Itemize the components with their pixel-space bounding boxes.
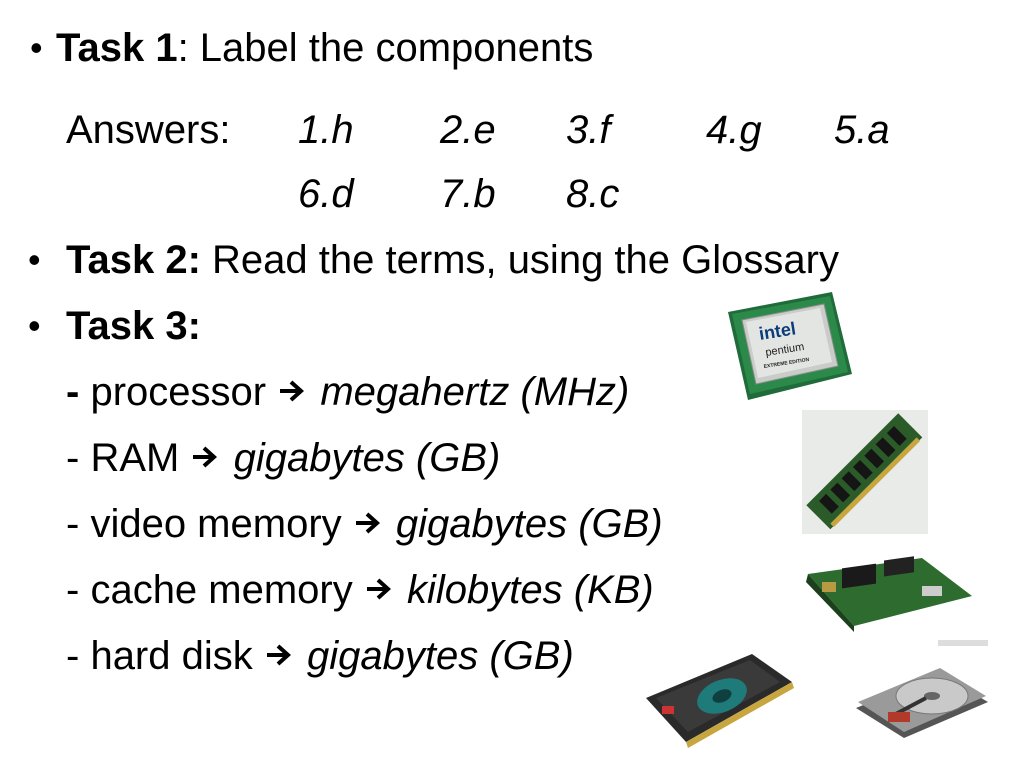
answer-7: 7.b <box>440 172 496 216</box>
answer-5: 5.a <box>834 108 890 152</box>
task2-line: Task 2: Read the terms, using the Glossa… <box>66 236 839 284</box>
task1-text: : Label the components <box>177 26 594 70</box>
term-line-video-memory: - video memory gigabytes (GB) <box>66 500 663 548</box>
term-name: RAM <box>79 436 180 480</box>
term-dash: - <box>66 568 80 612</box>
task1-line: Task 1: Label the components <box>56 24 593 72</box>
task2-text: Read the terms, using the Glossary <box>200 238 839 282</box>
term-unit: gigabytes (GB) <box>395 502 663 546</box>
term-line-cache-memory: - cache memory kilobytes (KB) <box>66 566 654 614</box>
answer-4: 4.g <box>706 108 762 152</box>
term-unit: gigabytes (GB) <box>307 634 574 678</box>
answer-1: 1.h <box>298 108 354 152</box>
right-arrow-icon <box>193 446 218 468</box>
task2-label: Task 2: <box>66 238 201 282</box>
task2-bullet: • <box>28 239 41 280</box>
term-dash: - <box>66 634 80 678</box>
term-dash: - <box>66 502 80 546</box>
answer-2: 2.e <box>440 108 496 152</box>
term-name: cache memory <box>79 568 353 612</box>
answer-3: 3.f <box>566 108 611 152</box>
answer-8: 8.c <box>566 172 620 216</box>
term-dash: - <box>66 370 80 414</box>
task1-bullet: • <box>30 27 43 68</box>
right-arrow-icon <box>280 380 305 402</box>
term-unit: gigabytes (GB) <box>233 436 501 480</box>
term-name: processor <box>79 370 267 414</box>
term-line-processor: - processor megahertz (MHz) <box>66 368 629 416</box>
cache-card-icon <box>806 556 972 632</box>
term-dash: - <box>66 436 80 480</box>
answer-6: 6.d <box>298 172 354 216</box>
term-unit: kilobytes (KB) <box>407 568 654 612</box>
hard-disk-icon <box>856 640 988 738</box>
term-line-ram: - RAM gigabytes (GB) <box>66 434 500 482</box>
task3-label: Task 3: <box>66 304 201 348</box>
video-card-icon <box>646 654 794 748</box>
answers-label: Answers: <box>66 108 231 152</box>
term-unit: megahertz (MHz) <box>320 370 630 414</box>
ram-module-icon <box>802 410 928 534</box>
task1-label: Task 1 <box>56 26 178 70</box>
term-name: hard disk <box>79 634 253 678</box>
task3-bullet: • <box>28 305 41 346</box>
right-arrow-icon <box>366 578 391 600</box>
term-name: video memory <box>79 502 342 546</box>
right-arrow-icon <box>266 644 291 666</box>
cpu-chip-icon: intel pentium EXTREME EDITION <box>728 292 852 400</box>
right-arrow-icon <box>355 512 380 534</box>
term-line-hard-disk: - hard disk gigabytes (GB) <box>66 632 574 680</box>
